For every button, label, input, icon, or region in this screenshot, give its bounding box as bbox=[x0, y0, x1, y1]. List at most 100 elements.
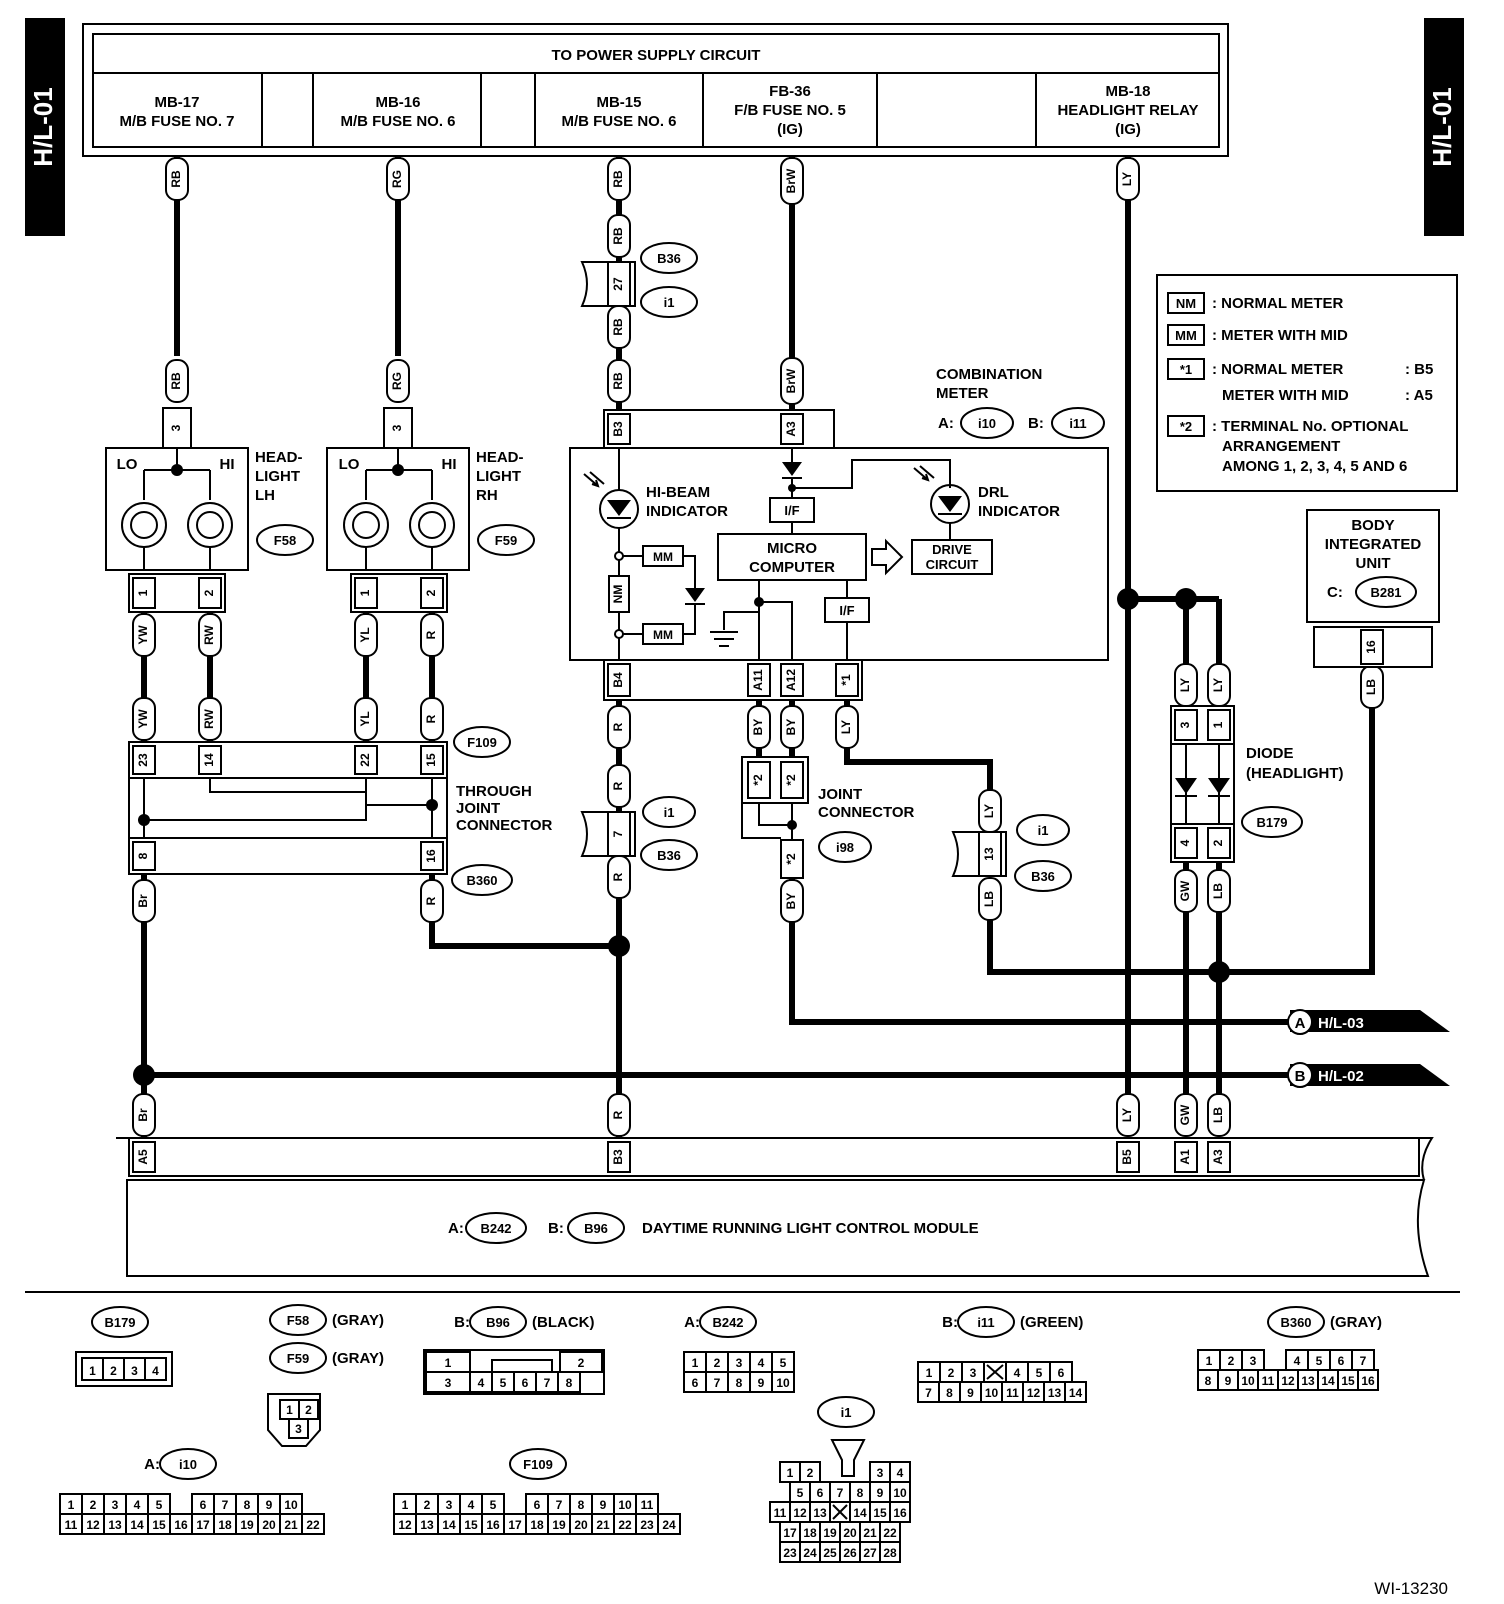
pin-number: 21 bbox=[284, 1518, 298, 1532]
connector-id-badge bbox=[269, 1342, 327, 1374]
svg-text:BrW: BrW bbox=[784, 368, 798, 393]
wire-tag-lb-4: LB bbox=[1207, 1093, 1231, 1137]
inline-connector-b36-mid: 7 i1 B36 bbox=[580, 796, 698, 871]
pin-number: 6 bbox=[1058, 1366, 1065, 1380]
svg-text:HEAD-: HEAD- bbox=[476, 449, 524, 466]
pin-number: 3 bbox=[970, 1366, 977, 1380]
svg-text:C:: C: bbox=[1327, 584, 1343, 601]
page-tag-left: H/L-01 bbox=[28, 87, 58, 166]
svg-text:LY: LY bbox=[839, 720, 853, 734]
connector-id-badge bbox=[469, 1306, 527, 1338]
svg-text:MICRO: MICRO bbox=[767, 540, 817, 557]
pin-number: 4 bbox=[897, 1466, 904, 1480]
pin-number: 24 bbox=[803, 1546, 817, 1560]
fuse-fb36-id: FB-36 bbox=[769, 83, 811, 100]
svg-text:B: B bbox=[1295, 1068, 1306, 1085]
pin-number: 12 bbox=[398, 1518, 412, 1532]
connector-color: (BLACK) bbox=[532, 1314, 594, 1331]
svg-text:B179: B179 bbox=[1256, 815, 1287, 830]
page-tag-right: H/L-01 bbox=[1427, 87, 1457, 166]
svg-text:LIGHT: LIGHT bbox=[476, 468, 521, 485]
wire-tag-ly-3: LY bbox=[978, 789, 1002, 833]
pin-number: 4 bbox=[468, 1498, 475, 1512]
svg-text:: A5: : A5 bbox=[1405, 387, 1433, 404]
svg-text:22: 22 bbox=[358, 753, 372, 767]
connector-id: B242 bbox=[712, 1315, 743, 1330]
svg-text:HEAD-: HEAD- bbox=[255, 449, 303, 466]
wire-tag-br-1: Br bbox=[132, 879, 156, 923]
pin-number: 20 bbox=[574, 1518, 588, 1532]
pin-number: 10 bbox=[284, 1498, 298, 1512]
wire-tag-by-3: BY bbox=[780, 879, 804, 923]
pin-number: 2 bbox=[948, 1366, 955, 1380]
svg-text:1: 1 bbox=[358, 589, 372, 596]
wire-tag-yw-1: YW bbox=[132, 613, 156, 657]
pin-number: 2 bbox=[305, 1403, 312, 1417]
pin-number: 7 bbox=[837, 1486, 844, 1500]
svg-text:14: 14 bbox=[202, 753, 216, 767]
svg-text:ARRANGEMENT: ARRANGEMENT bbox=[1222, 438, 1340, 455]
svg-text:A3: A3 bbox=[1211, 1149, 1225, 1165]
wire-tag-rg-2: RG bbox=[386, 359, 410, 403]
svg-text:COMPUTER: COMPUTER bbox=[749, 559, 835, 576]
fuse-mb18-name: HEADLIGHT RELAY bbox=[1057, 102, 1198, 119]
svg-text:R: R bbox=[611, 781, 625, 790]
wire-tag-yl-2: YL bbox=[354, 697, 378, 741]
pin-number: 14 bbox=[130, 1518, 144, 1532]
pin-number: 9 bbox=[1225, 1374, 1232, 1388]
svg-text:DAYTIME RUNNING LIGHT CONTROL: DAYTIME RUNNING LIGHT CONTROL MODULE bbox=[642, 1220, 979, 1237]
svg-text:A:: A: bbox=[938, 415, 954, 432]
pin-number: 18 bbox=[218, 1518, 232, 1532]
svg-text:B360: B360 bbox=[466, 873, 497, 888]
pin-number: 2 bbox=[1228, 1354, 1235, 1368]
connector-id-badge bbox=[817, 1396, 875, 1428]
pin-number: 3 bbox=[112, 1498, 119, 1512]
inline-connector-b36-right: 13 i1 B36 bbox=[951, 814, 1072, 892]
svg-text:AMONG 1, 2, 3, 4, 5 AND 6: AMONG 1, 2, 3, 4, 5 AND 6 bbox=[1222, 458, 1407, 475]
pin-number: 5 bbox=[500, 1376, 507, 1390]
svg-text:LY: LY bbox=[1120, 1108, 1134, 1122]
svg-text:LY: LY bbox=[982, 804, 996, 818]
inline-connector-b36-top: 27 B36 i1 bbox=[580, 242, 698, 318]
page-tag-right-bg bbox=[1424, 18, 1464, 236]
pin-number: 3 bbox=[736, 1356, 743, 1370]
wire-tag-ly-4: LY bbox=[1174, 663, 1198, 707]
svg-text:: NORMAL METER: : NORMAL METER bbox=[1212, 295, 1344, 312]
wire-tag-gw-1: GW bbox=[1174, 869, 1198, 913]
connector-color: (GRAY) bbox=[332, 1350, 384, 1367]
pin-number: 8 bbox=[578, 1498, 585, 1512]
pin-number: 5 bbox=[156, 1498, 163, 1512]
pin-number: 17 bbox=[783, 1526, 797, 1540]
pin-number: 4 bbox=[134, 1498, 141, 1512]
headlight-rh: LO HI HEAD- LIGHT RH F59 1 2 bbox=[326, 447, 535, 613]
svg-text:LH: LH bbox=[255, 487, 275, 504]
svg-text:B:: B: bbox=[548, 1220, 564, 1237]
svg-text:B3: B3 bbox=[611, 1149, 625, 1165]
drl-control-module: A5 B3 B5 A1 A3 A: B242 B: B96 DAYTIME RU… bbox=[116, 1137, 1434, 1277]
pin-number: 19 bbox=[240, 1518, 254, 1532]
connector-id-badge bbox=[269, 1304, 327, 1336]
pin-number: 8 bbox=[857, 1486, 864, 1500]
connector-id-badge bbox=[699, 1306, 757, 1338]
svg-text:16: 16 bbox=[1364, 640, 1378, 654]
pin-number: 16 bbox=[893, 1506, 907, 1520]
svg-text:CONNECTOR: CONNECTOR bbox=[818, 804, 915, 821]
fuse-mb18-id: MB-18 bbox=[1105, 83, 1150, 100]
fuse-mb16-name: M/B FUSE NO. 6 bbox=[340, 113, 455, 130]
wire-tag-rb-5: RB bbox=[165, 359, 189, 403]
headlight-lh: LO HI HEAD- LIGHT LH F58 1 2 bbox=[105, 447, 314, 613]
svg-text:MM: MM bbox=[1175, 328, 1197, 343]
svg-text:LB: LB bbox=[982, 891, 996, 907]
pin-number: 10 bbox=[776, 1376, 790, 1390]
pin-number: 21 bbox=[863, 1526, 877, 1540]
pin-number: 25 bbox=[823, 1546, 837, 1560]
joint-connector-i98: *2 *2 *2 JOINT CONNECTOR i98 bbox=[741, 756, 915, 879]
connector-color: (GREEN) bbox=[1020, 1314, 1083, 1331]
conn-id-i1: i1 bbox=[664, 295, 675, 310]
pin-number: 24 bbox=[662, 1518, 676, 1532]
pin-number: 20 bbox=[262, 1518, 276, 1532]
wire-color-tags: RB RG RB BrW LY RB RB RB RG RB BrW YW RW… bbox=[132, 157, 1384, 1137]
